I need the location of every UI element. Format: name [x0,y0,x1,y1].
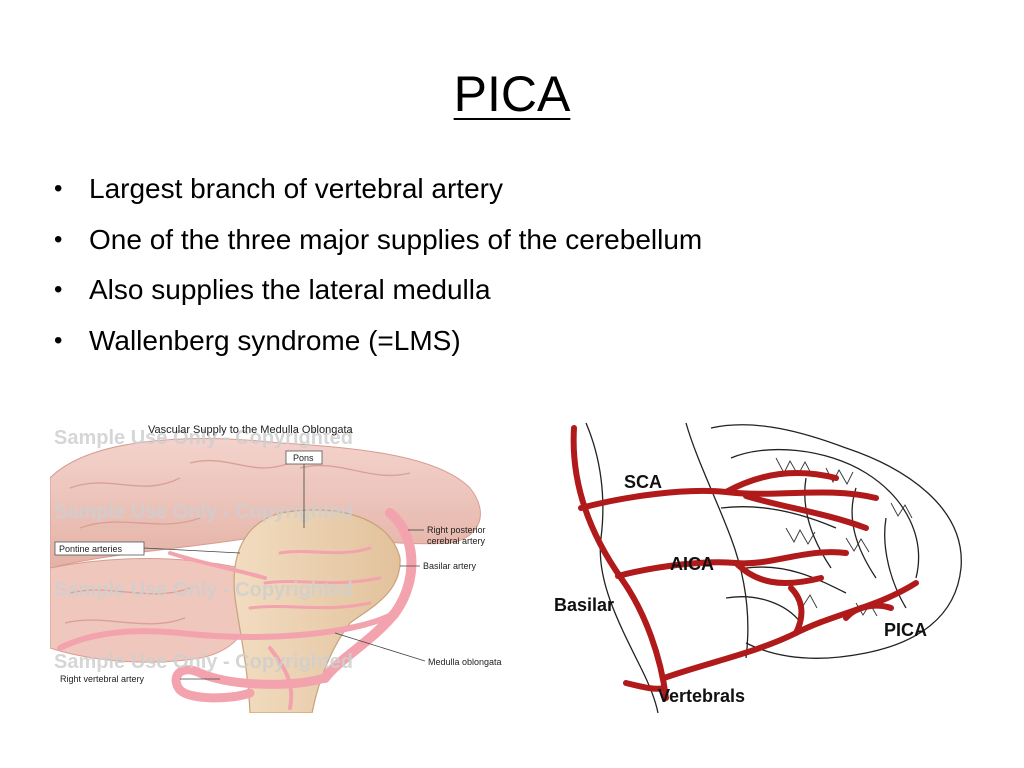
pons-label: Pons [293,453,314,463]
aica-label: AICA [670,554,714,574]
artery-lines [570,425,919,701]
basilar-artery-label: Basilar artery [423,561,477,571]
pica-branch-line [788,585,894,636]
diagram-outline [585,422,962,713]
watermark-text: Sample Use Only - Copyrighted [54,427,353,449]
figure-title: Vascular Supply to the Medulla Oblongata [148,424,354,436]
watermarks: Sample Use Only - Copyrighted Sample Use… [54,427,353,673]
pica-artery-line [661,580,919,681]
callout-lines [143,464,426,680]
basilar-label: Basilar [554,595,614,615]
artery-paths [57,508,417,710]
vertebrals-label: Vertebrals [658,686,745,706]
medulla-oblongata-label: Medulla oblongata [428,657,502,667]
bullet-text: Also supplies the lateral medulla [89,274,491,305]
cerebellum-shape [50,558,251,663]
pontine-arteries-label: Pontine arteries [59,544,123,554]
watermark-text: Sample Use Only - Copyrighted [54,579,353,601]
bullet-icon: • [54,175,63,202]
watermark-text: Sample Use Only - Copyrighted [54,651,353,673]
pons-label-box [285,450,323,465]
watermark-text: Sample Use Only - Copyrighted [54,501,353,523]
right-posterior-label: Right posterior [427,525,486,535]
cerebral-artery-label: cerebral artery [427,536,486,546]
slide-title: PICA [0,62,1024,126]
aica-branch-line [733,560,824,586]
bullet-list: • Largest branch of vertebral artery • One… [48,170,702,372]
cerebellar-arteries-svg: SCA AICA Basilar PICA Vertebrals [554,422,962,713]
bullet-text: Largest branch of vertebral artery [89,173,503,204]
cerebellar-arteries-diagram: SCA AICA Basilar PICA Vertebrals [546,418,986,713]
folia-texture [775,457,913,617]
bullet-item: • One of the three major supplies of the … [48,221,702,258]
bullet-item: • Wallenberg syndrome (=LMS) [48,322,702,359]
sca-branch-line [723,469,869,531]
aica-artery-line [615,549,849,579]
bullet-text: One of the three major supplies of the c… [89,223,703,255]
bullet-icon: • [54,326,63,354]
pica-label: PICA [884,620,927,640]
bullet-item: • Also supplies the lateral medulla [48,271,702,308]
bullet-icon: • [54,225,63,253]
medulla-illustration-svg: Sample Use Only - Copyrighted Sample Use… [50,424,502,713]
bullet-text: Wallenberg syndrome (=LMS) [89,324,461,356]
brainstem-shape [233,509,401,713]
slide-title-text: PICA [453,66,571,122]
pontine-arteries-label-box [54,541,145,556]
bullet-icon: • [54,276,63,303]
vertebral-artery-line [623,680,667,692]
brain-folds [64,459,411,625]
right-vertebral-artery-label: Right vertebral artery [60,674,145,684]
basilar-artery-line [570,425,669,701]
sca-label: SCA [624,472,662,492]
bullet-item: • Largest branch of vertebral artery [48,170,702,207]
medulla-vascular-illustration: Sample Use Only - Copyrighted Sample Use… [50,418,512,713]
